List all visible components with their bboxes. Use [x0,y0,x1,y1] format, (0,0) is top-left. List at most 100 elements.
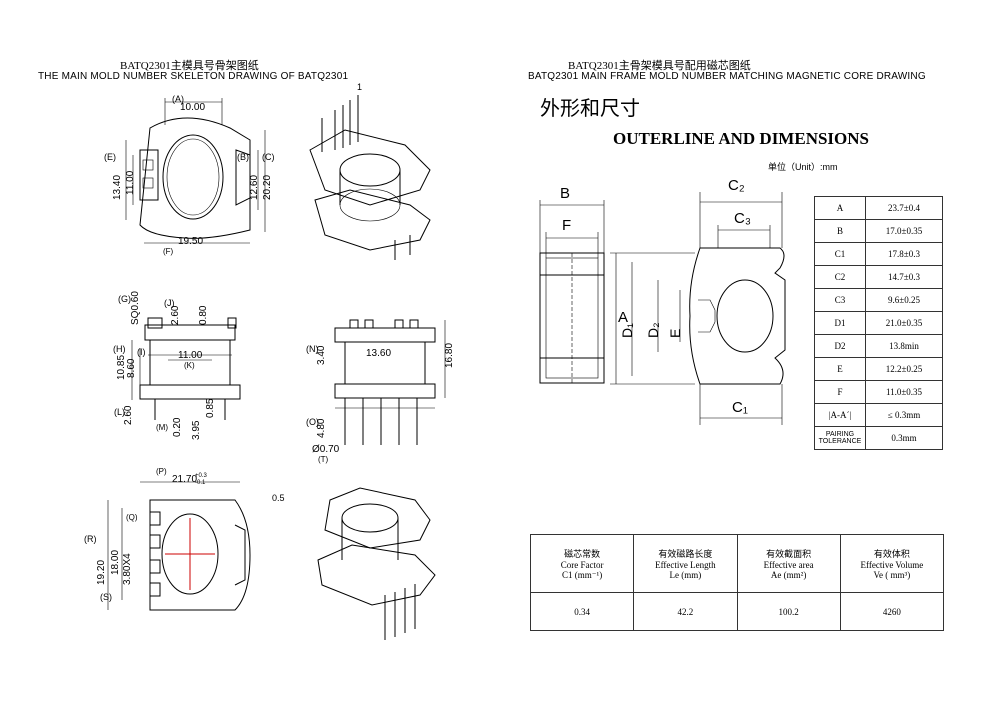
left-title-en: THE MAIN MOLD NUMBER SKELETON DRAWING OF… [38,71,349,82]
side-dim-260: 2.60 [170,305,181,325]
core-factor-table: 磁芯常数 Core Factor C1 (mm⁻¹) 有效磁路长度 Effect… [529,534,945,631]
core-label-D2: D₂ [645,322,661,338]
skeleton-side-view [131,317,241,420]
skeleton-isometric-top [309,95,431,260]
dim-key: E [814,357,866,381]
side-M-label: (M) [156,423,168,432]
top-dim-1950: 19.50 [178,236,203,247]
top-dim-2020: 20.20 [262,175,273,200]
top-F-label: (F) [163,247,174,256]
side-dim-085: 0.85 [205,398,216,418]
top-B-label: (B) [237,152,249,162]
factor-header-en: Effective Volume [860,560,924,570]
dim-value: 17.8±0.3 [865,242,943,266]
dim-key: |A-A´| [814,403,866,427]
bottom-P-label: (P) [156,467,167,476]
side-I-label: (I) [137,347,146,357]
front-dim-1680: 16.80 [444,343,455,368]
factor-header-unit: Ae (mm²) [770,570,807,580]
dim-value: 13.8min [865,334,943,358]
top-E-label: (E) [104,152,116,162]
top-dim-1340: 13.40 [112,175,123,200]
top-A-label: (A) [172,94,184,104]
heading-en: OUTERLINE AND DIMENSIONS [613,129,869,148]
core-side-profile [539,200,605,384]
dim-value: 23.7±0.4 [865,196,943,220]
side-dim-260b: 2.60 [123,405,134,425]
dim-key: B [814,219,866,243]
bottom-dim-380: 3.80X4 [122,553,133,585]
core-label-E: E [667,329,683,338]
skeleton-front-view [334,319,446,445]
front-N-label: (N) [306,344,319,354]
front-dim-480: 4.80 [316,418,327,438]
left-title-cn: BATQ2301主模具号骨架图纸 [120,60,259,72]
factor-header-cn: 有效磁路长度 [658,549,713,559]
front-O-label: (O) [306,417,319,427]
dim-key: A [814,196,866,220]
factor-header-en: Effective Length [655,560,716,570]
dim-key: C3 [814,288,866,312]
dim-key: C1 [814,242,866,266]
skeleton-drawings: (A) 10.00 (E) 13.40 11.00 (B) (C) 12.60 … [84,82,455,640]
top-C-label: (C) [262,152,275,162]
side-H-label: (H) [113,344,126,354]
dim-key: C2 [814,265,866,289]
factor-value: 4260 [839,592,945,631]
core-front-profile [610,192,786,425]
factor-header-en: Effective area [763,560,814,570]
factor-header: 有效体积 Effective Volume Ve ( mm³) [839,534,945,593]
front-dim-340: 3.40 [316,345,327,365]
factor-header-cn: 有效截面积 [766,549,812,559]
unit-label: 单位（Unit）:mm [768,162,838,172]
dim-value: 12.2±0.25 [865,357,943,381]
side-dim-1100: 11.00 [178,350,203,361]
dim-value: 0.3mm [865,426,943,450]
core-label-B: B [560,185,570,202]
bottom-dim-1800: 18.00 [110,550,121,575]
front-dim-1360: 13.60 [366,348,391,359]
factor-value: 0.34 [529,592,635,631]
factor-header-cn: 有效体积 [873,549,910,559]
top-A-dim: 10.00 [180,102,205,113]
factor-header: 有效磁路长度 Effective Length Le (mm) [633,534,738,593]
dim-value: 11.0±0.35 [865,380,943,404]
iso-pin1-label: 1 [357,82,362,92]
side-J-label: (J) [164,298,175,308]
dim-key: F [814,380,866,404]
factor-value-row: 0.34 42.2 100.2 4260 [529,592,945,631]
dim-value: 21.0±0.35 [865,311,943,335]
core-label-D1: D₁ [619,323,635,338]
table-row: |A-A´|≤ 0.3mm [814,403,943,427]
bottom-tol-plus: +0.3 [195,473,208,479]
side-dim-395: 3.95 [191,420,202,440]
core-label-A: A [618,309,628,326]
side-dim-1085: 10.85 [116,355,127,380]
right-title-cn: BATQ2301主骨架模具号配用磁芯图纸 [568,60,751,72]
skeleton-bottom-view [107,481,251,611]
core-label-C1: C₁ [732,399,748,416]
dim-key: D1 [814,311,866,335]
bottom-dim-1920: 19.20 [96,560,107,585]
dim-value: 9.6±0.25 [865,288,943,312]
side-dim-020: 0.20 [172,417,183,437]
right-title-en: BATQ2301 MAIN FRAME MOLD NUMBER MATCHING… [528,71,926,82]
core-label-C2: C₂ [728,177,745,194]
skeleton-top-view [125,98,266,244]
front-T-label: (T) [318,455,329,464]
bottom-dim-2170: 21.70 [172,474,197,485]
dim-value: 17.0±0.35 [865,219,943,243]
factor-header-unit: Le (mm) [669,570,702,580]
factor-header-unit: Ve ( mm³) [873,570,911,580]
top-dim-1260: 12.60 [249,175,260,200]
factor-header-row: 磁芯常数 Core Factor C1 (mm⁻¹) 有效磁路长度 Effect… [529,534,945,593]
bottom-tol-minus: -0.1 [195,480,206,486]
bottom-dim-050: 0.5 [272,493,285,503]
factor-header: 有效截面积 Effective area Ae (mm²) [736,534,841,593]
